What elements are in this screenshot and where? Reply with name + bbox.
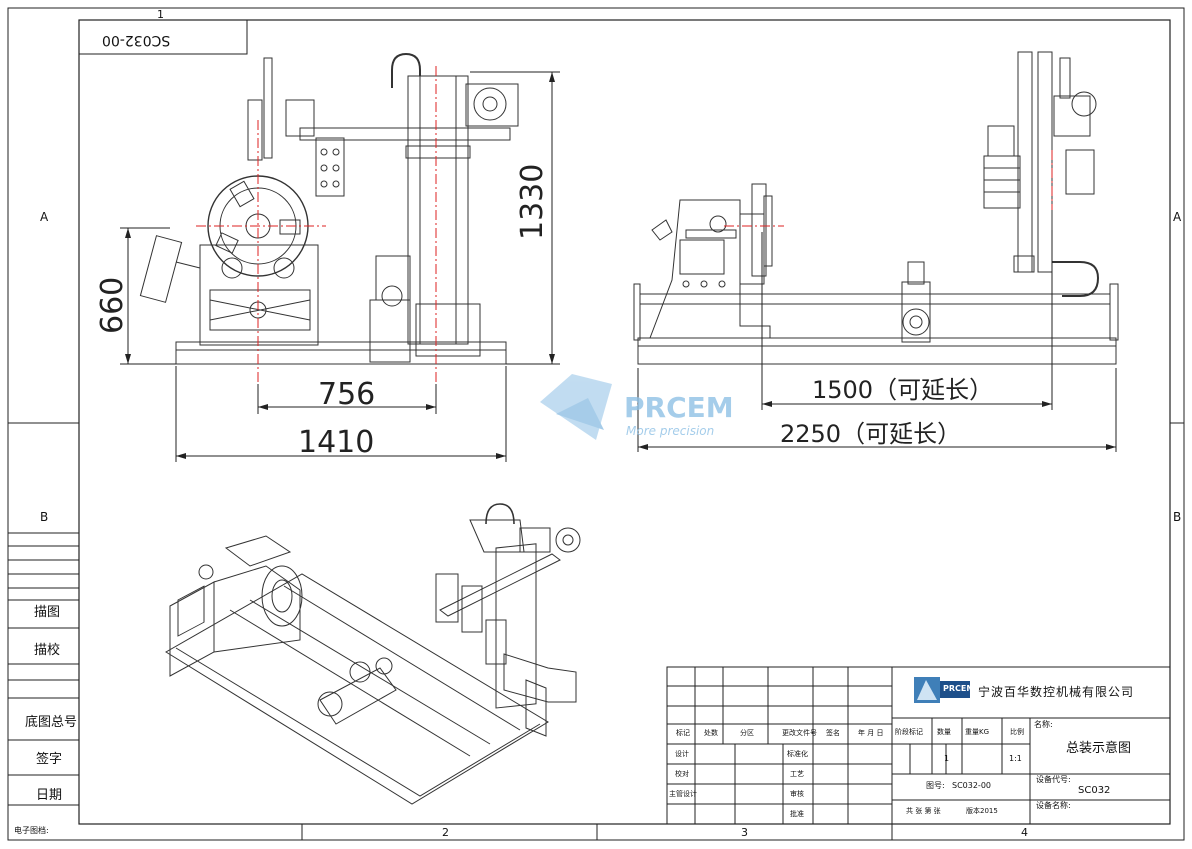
- left-side-panel: [8, 532, 79, 806]
- panel-label-signature: 签字: [36, 752, 63, 767]
- zone-row-b-left: B: [40, 510, 49, 524]
- side-centerlines: [724, 150, 1053, 227]
- zone-row-b-right: B: [1173, 510, 1182, 524]
- tb-name-label: 名称:: [1034, 720, 1053, 729]
- dim-1410: 1410: [298, 425, 375, 460]
- watermark-brand: PRCEM: [624, 391, 734, 424]
- isometric-view: [165, 503, 581, 805]
- panel-label-date: 日期: [36, 788, 63, 803]
- company-logo-text: PRCEM: [943, 684, 975, 693]
- tb-drawing-no-label: 图号:: [926, 781, 945, 790]
- tb-equip-code-value: SC032: [1078, 785, 1111, 796]
- tb-role-chief: 主管设计: [669, 790, 697, 798]
- tb-version: 版本2015: [966, 807, 998, 815]
- front-view: [139, 52, 519, 365]
- tb-quantity: 1: [944, 754, 950, 763]
- front-dimensions: [120, 71, 560, 462]
- tb-extra-process: 工艺: [790, 770, 804, 778]
- tb-extra-approve: 批准: [790, 810, 804, 818]
- dim-2250: 2250（可延长）: [780, 420, 962, 448]
- panel-label-base-number: 底图总号: [25, 715, 78, 730]
- tb-head-sign: 签名: [826, 729, 840, 737]
- tb-head-mark: 标记: [676, 729, 690, 737]
- company-name: 宁波百华数控机械有限公司: [978, 685, 1135, 699]
- tb-equip-name-label: 设备名称:: [1036, 801, 1071, 810]
- zone-col-2: 2: [442, 826, 449, 839]
- panel-label-check: 描校: [34, 643, 61, 658]
- panel-label-trace: 描图: [34, 605, 61, 620]
- tb-head-zone: 分区: [740, 729, 754, 737]
- tb-col-stage: 阶段标记: [895, 728, 923, 736]
- tb-extra-standard: 标准化: [787, 750, 808, 758]
- zone-col-1: 1: [157, 8, 164, 21]
- dim-660: 660: [95, 276, 130, 334]
- tb-col-qty: 数量: [937, 728, 951, 736]
- dim-1500: 1500（可延长）: [812, 376, 994, 404]
- tb-role-design: 设计: [675, 750, 689, 758]
- zone-row-a-left: A: [40, 210, 49, 224]
- tb-extra-review: 审核: [790, 790, 804, 798]
- tb-col-weight: 重量KG: [965, 728, 990, 736]
- tb-head-date: 年 月 日: [858, 729, 884, 737]
- tb-head-count: 处数: [704, 729, 718, 737]
- zone-row-a-right: A: [1173, 210, 1182, 224]
- tb-drawing-no-value: SC032-00: [952, 781, 991, 790]
- watermark-slogan: More precision: [626, 424, 715, 438]
- zone-col-4: 4: [1021, 826, 1028, 839]
- dim-756: 756: [318, 377, 376, 412]
- tb-scale: 1:1: [1009, 754, 1022, 763]
- sheet-border: [7, 7, 1185, 841]
- company-logo: [914, 677, 970, 703]
- tb-equip-code-label: 设备代号:: [1036, 775, 1071, 784]
- watermark-logo: [540, 374, 612, 440]
- zone-col-3: 3: [741, 826, 748, 839]
- drawing-number-box: [78, 19, 248, 55]
- tb-sheets: 共 张 第 张: [906, 807, 941, 815]
- tb-name-value: 总装示意图: [1066, 741, 1132, 756]
- drawing-number-mirrored: SC032-00: [102, 32, 171, 48]
- tb-col-scale: 比例: [1010, 728, 1024, 736]
- panel-footer-e-file: 电子图档:: [14, 826, 49, 835]
- front-centerlines: [196, 66, 437, 384]
- side-view: [633, 51, 1119, 365]
- dim-1330: 1330: [515, 163, 550, 240]
- title-block-grid: [666, 666, 1171, 825]
- tb-role-proof: 校对: [675, 770, 689, 778]
- side-dimensions: [637, 230, 1117, 452]
- tb-head-change-doc: 更改文件号: [782, 729, 817, 737]
